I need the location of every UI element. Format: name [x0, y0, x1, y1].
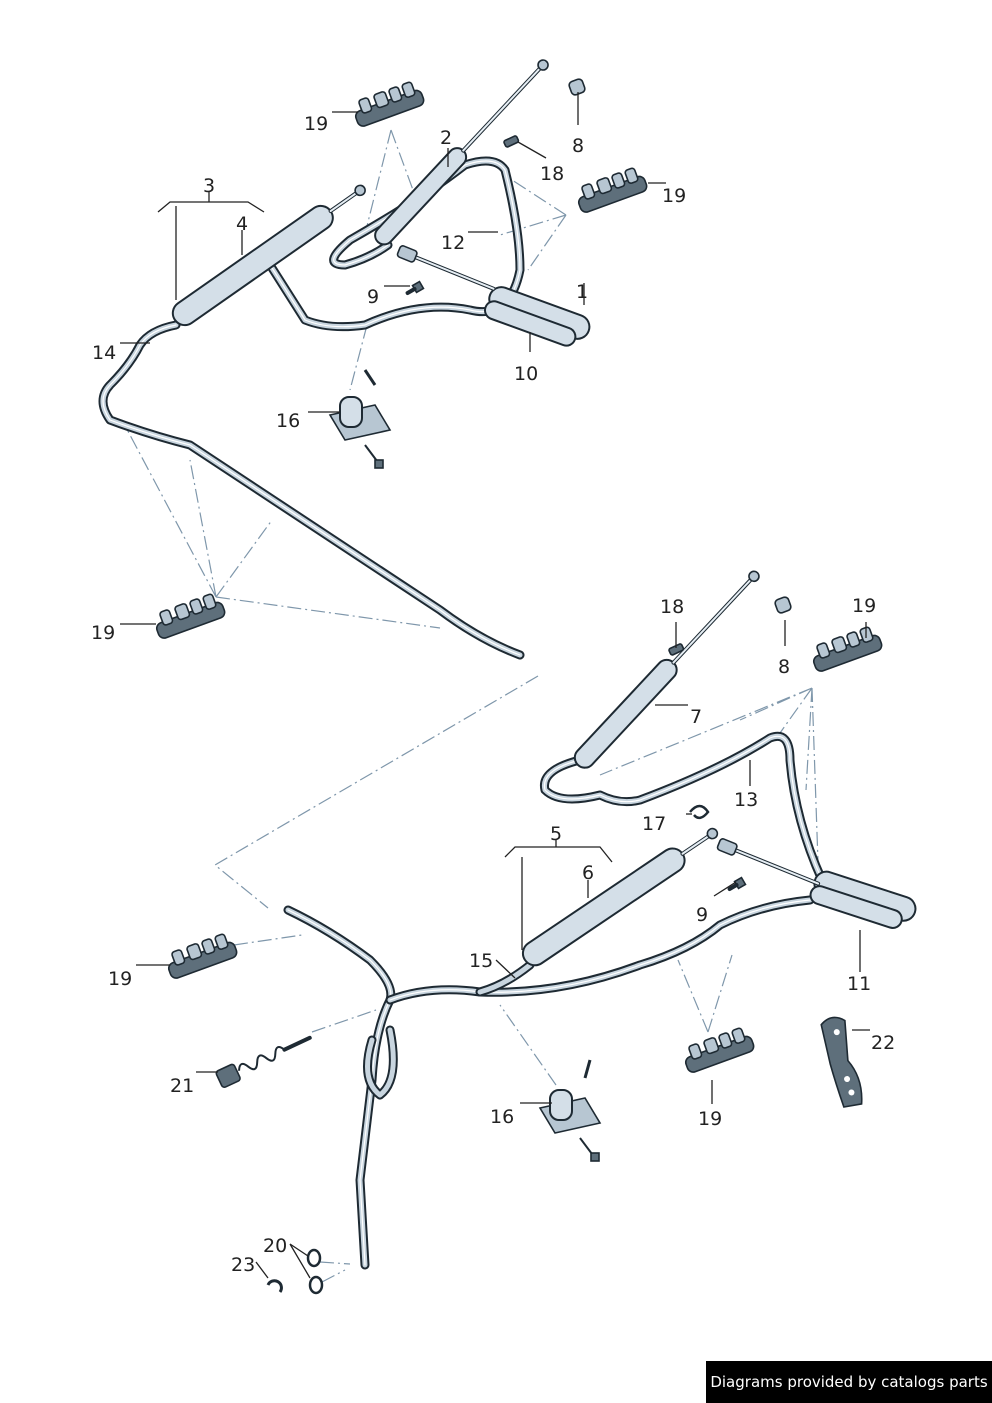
callout-8-lower: 8 — [778, 656, 791, 678]
callout-10: 10 — [514, 363, 539, 385]
callout-19-lower-left: 19 — [108, 968, 133, 990]
callout-4: 4 — [236, 213, 249, 235]
dashed-leaders — [121, 129, 819, 1283]
callout-19-mid-right: 19 — [852, 595, 877, 617]
holder-clips — [155, 81, 883, 1073]
cylinders — [171, 59, 917, 967]
callout-7: 7 — [690, 706, 703, 728]
catalog-credit-badge: Diagrams provided by catalogs parts — [706, 1361, 992, 1403]
callout-6: 6 — [582, 862, 595, 884]
callout-16-lower: 16 — [490, 1106, 515, 1128]
callout-14: 14 — [92, 342, 117, 364]
callout-19-lower-right: 19 — [698, 1108, 723, 1130]
callout-leaders — [120, 92, 870, 1279]
callout-19-top-right: 19 — [662, 185, 687, 207]
small-parts — [215, 78, 863, 1295]
callout-19-mid-left: 19 — [91, 622, 116, 644]
callout-5: 5 — [550, 823, 563, 845]
hose-lines — [98, 156, 827, 1270]
callout-3: 3 — [203, 175, 216, 197]
callout-2: 2 — [440, 127, 453, 149]
callout-18-upper: 18 — [540, 163, 565, 185]
callout-21: 21 — [170, 1075, 195, 1097]
callout-18-lower: 18 — [660, 596, 685, 618]
callout-9-lower: 9 — [696, 904, 709, 926]
callout-13: 13 — [734, 789, 759, 811]
callout-1: 1 — [576, 281, 589, 303]
callout-16-upper: 16 — [276, 410, 301, 432]
callout-23: 23 — [231, 1254, 256, 1276]
callout-11: 11 — [847, 973, 872, 995]
callout-15: 15 — [469, 950, 494, 972]
callout-19-top-left: 19 — [304, 113, 329, 135]
callout-20: 20 — [263, 1235, 288, 1257]
callout-22: 22 — [871, 1032, 896, 1054]
callout-12: 12 — [441, 232, 466, 254]
callout-8-upper: 8 — [572, 135, 585, 157]
callout-17: 17 — [642, 813, 667, 835]
callout-9-upper: 9 — [367, 286, 380, 308]
